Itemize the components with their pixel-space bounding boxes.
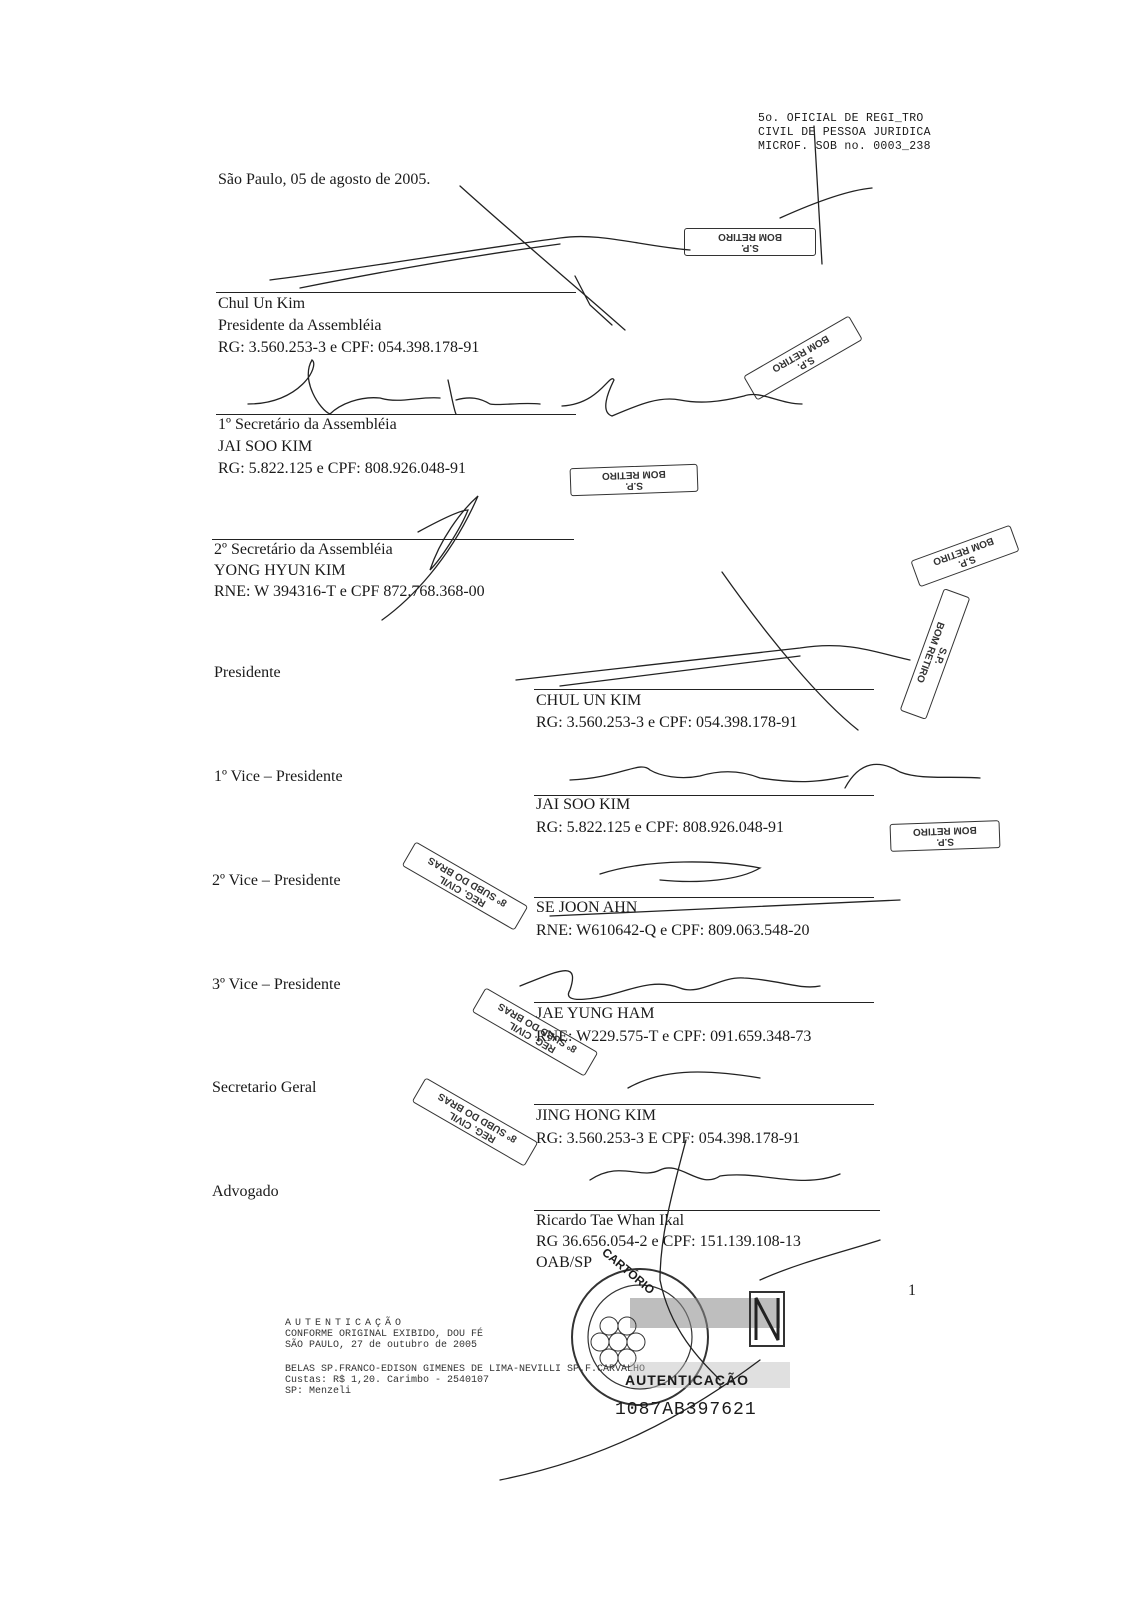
board-doc: RG: 5.822.125 e CPF: 808.926.048-91 (536, 819, 785, 836)
seal-number: 1087AB397621 (615, 1400, 757, 1420)
board-position: Secretario Geral (212, 1079, 317, 1096)
signatory-name: YONG HYUN KIM (214, 562, 346, 579)
board-name: Ricardo Tae Whan Ikal (536, 1212, 685, 1229)
signatory-name: Chul Un Kim (218, 295, 306, 312)
page-number: 1 (908, 1282, 916, 1299)
auth-line-4: BELAS SP.FRANCO-EDISON GIMENES DE LIMA-N… (285, 1364, 646, 1375)
auth-line-2: CONFORME ORIGINAL EXIBIDO, DOU FÉ (285, 1329, 484, 1340)
signature-line (216, 292, 576, 293)
board-doc: RG: 3.560.253-3 E CPF: 054.398.178-91 (536, 1130, 801, 1147)
board-doc: RNE: W610642-Q e CPF: 809.063.548-20 (536, 922, 810, 939)
signatory-doc: RNE: W 394316-T e CPF 872.768.368-00 (214, 583, 485, 600)
authentication-block: AUTENTICAÇÃO CONFORME ORIGINAL EXIBIDO, … (285, 1318, 483, 1351)
board-name: JAI SOO KIM (536, 796, 631, 813)
signatory-role: Presidente da Assembléia (218, 317, 382, 334)
registry-line-3: MICROF. SOB no. 0003_238 (758, 140, 931, 153)
board-doc: RG: 3.560.253-3 e CPF: 054.398.178-91 (536, 714, 798, 731)
bom-retiro-stamp: S.P.BOM RETIRO (684, 228, 816, 256)
board-name: JAE YUNG HAM (536, 1005, 655, 1022)
signature-jae-yung-ham (519, 970, 821, 1001)
bom-retiro-stamp: S.P.BOM RETIRO (743, 315, 863, 401)
board-position: Advogado (212, 1183, 279, 1200)
board-name: SE JOON AHN (536, 899, 638, 916)
registry-line-1: 5o. OFICIAL DE REGI_TRO (758, 112, 924, 125)
board-doc: RNE: W229.575-T e CPF: 091.659.348-73 (536, 1028, 812, 1045)
date-line: São Paulo, 05 de agosto de 2005. (218, 171, 431, 188)
board-position: 2º Vice – Presidente (212, 872, 341, 889)
signatory-role: 2º Secretário da Assembléia (214, 541, 393, 558)
signature-line (534, 897, 874, 898)
registry-stamp: 5o. OFICIAL DE REGI_TRO CIVIL DE PESSOA … (758, 112, 931, 154)
auth-line-6: SP: Menzeli (285, 1386, 352, 1397)
board-name: CHUL UN KIM (536, 692, 642, 709)
bom-retiro-stamp: S.P.BOM RETIRO (899, 588, 971, 720)
seal-word: AUTENTICAÇÃO (625, 1372, 749, 1388)
signatory-doc: RG: 3.560.253-3 e CPF: 054.398.178-91 (218, 339, 480, 356)
signature-line (534, 1002, 874, 1003)
signature-jai-soo-kim (247, 359, 441, 415)
authentication-footer: BELAS SP.FRANCO-EDISON GIMENES DE LIMA-N… (285, 1364, 645, 1397)
auth-line-1: AUTENTICAÇÃO (285, 1318, 406, 1329)
board-position: Presidente (214, 664, 281, 681)
signature-line (534, 1104, 874, 1105)
board-doc: RG 36.656.054-2 e CPF: 151.139.108-13 (536, 1233, 801, 1250)
signature-line (534, 795, 874, 796)
bom-retiro-stamp: S.P.BOM RETIRO (910, 524, 1020, 588)
signatory-role: 1º Secretário da Assembléia (218, 416, 397, 433)
bom-retiro-stamp: S.P.BOM RETIRO (889, 820, 1001, 852)
board-position: 3º Vice – Presidente (212, 976, 341, 993)
signature-line (534, 689, 874, 690)
board-name: JING HONG KIM (536, 1107, 656, 1124)
bom-retiro-stamp: S.P.BOM RETIRO (569, 463, 699, 497)
board-doc-oab: OAB/SP (536, 1254, 593, 1271)
board-position: 1º Vice – Presidente (214, 768, 343, 785)
signature-yong-hyun-kim (381, 495, 479, 621)
signatory-doc: RG: 5.822.125 e CPF: 808.926.048-91 (218, 460, 467, 477)
signature-chul-un-kim (269, 235, 691, 281)
auth-line-3: SÃO PAULO, 27 de outubro de 2005 (285, 1340, 478, 1351)
signatory-name: JAI SOO KIM (218, 438, 313, 455)
auth-line-5: Custas: R$ 1,20. Carimbo - 2540107 (285, 1375, 490, 1386)
registry-line-2: CIVIL DE PESSOA JURIDICA (758, 126, 931, 139)
